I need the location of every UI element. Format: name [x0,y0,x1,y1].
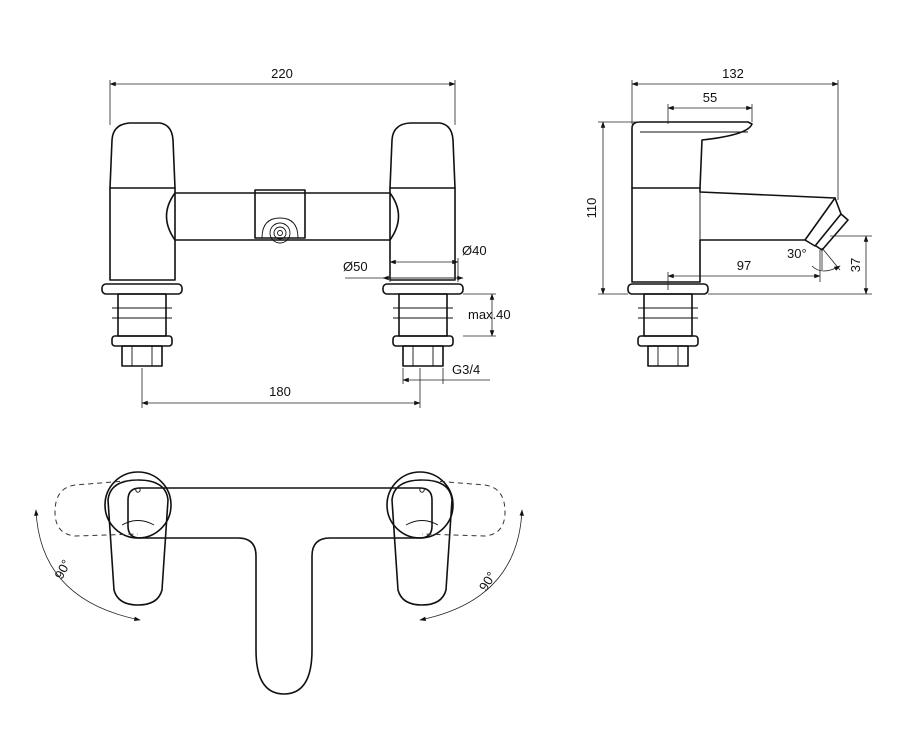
left-lever-rotated [54,479,139,537]
outlet-nozzle [804,197,849,251]
dim-front-width-label: 220 [271,66,293,81]
dim-outlet-height: 37 [708,235,872,295]
dim-outlet-reach-label: 97 [737,258,751,273]
left-lever-top [107,479,169,606]
top-body [127,487,433,695]
dim-deck-thickness-label: max.40 [468,307,511,322]
right-body [389,187,456,281]
left-handle [109,122,176,189]
side-body [631,187,836,283]
dim-foot-spacing-label: 180 [269,384,291,399]
right-foot [382,283,464,367]
side-foot [627,283,709,367]
right-lever-top [391,479,453,606]
left-rosette [104,471,172,539]
dim-shank-diameter-label: Ø40 [462,243,487,258]
dim-front-width: 220 [109,66,456,125]
dim-spout-reach-label: 55 [703,90,717,105]
dim-spout-reach: 55 [667,90,753,124]
dim-foot-diameter-label: Ø50 [343,259,368,274]
dim-side-depth: 132 [631,66,839,200]
dim-side-depth-label: 132 [722,66,744,81]
dim-side-height-label: 110 [584,198,599,219]
left-body [109,187,176,281]
dim-outlet-height-label: 37 [848,258,863,272]
dim-outlet-reach: 97 [667,250,821,290]
left-rotation-arc [34,509,141,622]
side-view: 132 55 110 97 37 [584,66,872,367]
right-handle [389,122,456,189]
dim-thread-label: G3/4 [452,362,480,377]
right-rotation-arc [419,509,524,622]
side-lever [631,121,753,189]
dim-deck-thickness: max.40 [463,293,511,337]
dim-foot-diameter: Ø50 [343,259,464,281]
left-rotation-label: 90° [51,557,73,581]
left-foot [101,283,183,367]
dim-thread: G3/4 [402,362,490,384]
right-rotation-label: 90° [476,569,499,594]
dim-side-height: 110 [584,121,640,295]
front-view: 220 180 Ø40 Ø50 max.40 [101,66,511,408]
top-view: 90° 90° [34,471,524,695]
dim-outlet-angle-label: 30° [787,246,807,261]
aerator-icon [254,189,306,244]
right-lever-rotated [421,479,506,537]
dim-shank-diameter: Ø40 [389,243,487,282]
dim-foot-spacing: 180 [141,368,421,408]
cross-bar [165,192,400,241]
dim-outlet-angle: 30° [787,246,841,272]
